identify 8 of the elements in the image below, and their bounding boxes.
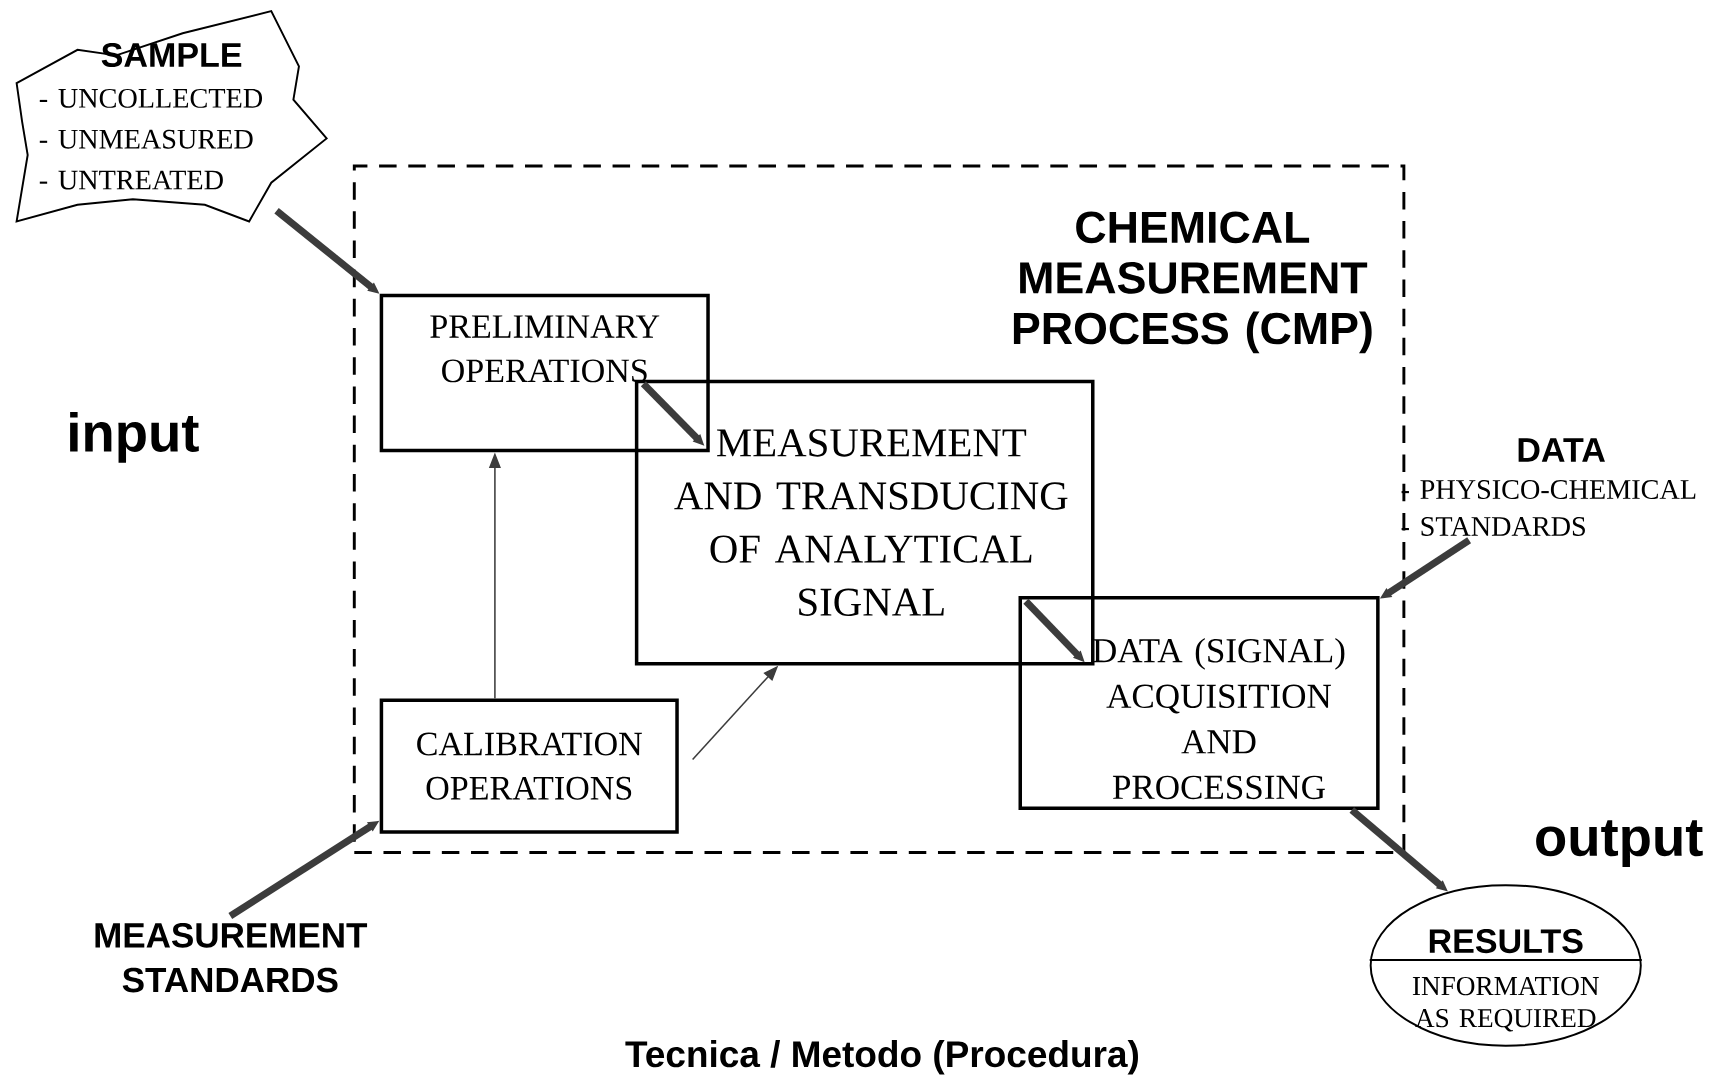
side-label: output (1536, 820, 1703, 867)
side-label: input (70, 411, 199, 463)
caption: Tecnica / Metodo (Procedura) (625, 1039, 1138, 1075)
input-label: MEASUREMENT STANDARDS (95, 922, 368, 993)
process-box: CALIBRATION OPERATIONS (379, 698, 679, 834)
process-box: DATA (SIGNAL) ACQUISITION AND PROCESSING (1018, 595, 1380, 810)
process-box: PRELIMINARY OPERATIONS (379, 293, 710, 453)
sample-cloud: SAMPLE - UNCOLLECTED - UNMEASURED - UNTREATED (15, 9, 328, 223)
